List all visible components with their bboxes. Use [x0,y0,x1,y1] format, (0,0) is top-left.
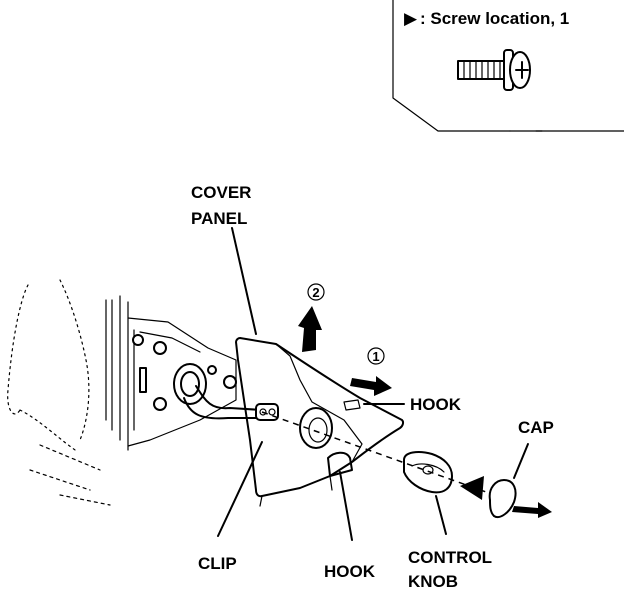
direction-arrow-icon [350,376,392,396]
screw-icon [457,49,531,91]
cover-panel-label-line1: COVER [191,183,251,202]
legend-border [392,0,624,132]
screw-location-marker [460,476,484,500]
cap [488,479,517,518]
screw-legend: ▶ : Screw location, 1 [392,0,624,132]
control-knob-label-line2: KNOB [408,572,458,591]
step-1-number: 1 [372,349,379,364]
legend-marker: ▶ [404,9,418,28]
step-2-marker: 2 [307,283,325,301]
cover-panel [235,337,405,507]
direction-arrow-icon [298,306,322,352]
cap-label: CAP [518,418,554,437]
control-knob [403,451,453,494]
clip-label: CLIP [198,554,237,573]
dashboard-structure [7,279,263,506]
step-2-number: 2 [312,285,319,300]
hook-lower-label: HOOK [324,562,376,581]
hook-upper-label: HOOK [410,395,462,414]
direction-arrow-icon [512,502,552,518]
step-1-marker: 1 [367,347,385,365]
leader-lines [217,227,529,541]
cover-panel-label-line2: PANEL [191,209,247,228]
control-knob-label-line1: CONTROL [408,548,492,567]
legend-text: : Screw location, 1 [420,9,569,28]
alignment-line [261,411,487,493]
